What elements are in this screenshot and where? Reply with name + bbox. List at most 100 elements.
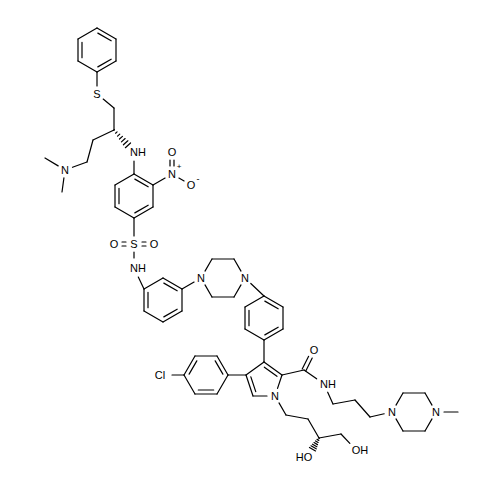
bond-line [403,430,425,431]
bond-line [115,39,116,61]
bond-line [93,130,114,140]
atom-label: + [176,163,183,171]
bond-line [212,296,234,297]
bond-line [234,259,241,271]
bond-line [205,259,212,271]
bond-line [78,39,82,61]
bond-line [142,242,146,246]
atom-label: S [129,239,138,250]
bond-line [302,356,312,371]
bond-line [133,218,134,236]
bond-line [184,356,197,375]
bond-line [264,296,283,309]
bond-line [133,252,134,258]
atom-label: OH [351,445,370,456]
bond-line [134,205,153,218]
bond-line [138,277,144,289]
bond-line [96,72,97,86]
bond-line [245,329,264,340]
bond-line [78,28,97,39]
bond-line [215,356,228,375]
bond-line [246,375,256,396]
bond-line [78,61,97,72]
bond-line [205,285,212,297]
bond-line [278,375,282,388]
atom-label: O [309,345,320,356]
bond-line [425,393,432,405]
atom-label: O [167,147,178,158]
bond-line [228,374,246,375]
bond-line [253,395,267,396]
bond-line [179,178,184,181]
bond-line [115,185,119,207]
bond-line [87,140,93,162]
bond-line [282,307,283,329]
bond-line [133,161,134,174]
bond-line [62,178,64,192]
atom-label: S [92,89,101,100]
bond-line [97,28,116,41]
bond-line [355,400,370,417]
bond-line [403,392,425,393]
bond-line [181,289,182,311]
bond-line [134,174,153,187]
bond-line [341,434,350,443]
bond-line [396,393,403,405]
bond-line [444,411,458,412]
bond-line [113,108,114,130]
bond-line [115,207,134,218]
bond-line [234,285,241,297]
bond-line [97,59,116,72]
bond-line [217,375,228,394]
bond-line [115,174,134,185]
bond-line [153,178,165,185]
bond-line [103,99,114,108]
bond-line [282,370,304,375]
bond-line [264,327,283,340]
atom-label: O [149,239,160,250]
atom-label: - [196,175,201,184]
atom-label: N [240,273,250,284]
bond-line [264,362,282,376]
atom-label: N [167,169,177,180]
atom-label: NH [129,147,147,158]
atom-label: N [431,407,441,418]
atom-label: HO [295,452,314,463]
bond-line [319,434,341,438]
bond-line [114,130,131,148]
bond-line [308,419,319,438]
bond-line [144,311,163,322]
bond-line [122,242,126,246]
atom-label: N [270,391,280,402]
bond-line [370,414,384,417]
bond-line [195,355,217,356]
bond-line [309,438,319,451]
bond-line [333,400,355,404]
bond-line [170,160,174,166]
atom-label: N [60,165,70,176]
bond-line [73,162,87,167]
bond-line [163,278,182,291]
bond-line [425,419,432,431]
bond-line [246,362,264,375]
bond-line [172,374,184,375]
bond-line [184,375,195,394]
bond-line [152,185,153,207]
bond-line [212,258,234,259]
bond-line [251,284,264,296]
bond-line [279,403,286,415]
bond-line [286,415,308,419]
bond-line [144,278,163,289]
bond-line [144,289,148,311]
bond-line [45,158,58,166]
bond-line [304,370,317,379]
atom-label: O [109,239,120,250]
bond-line [182,282,194,289]
atom-label: Cl [154,370,166,381]
bond-line [245,307,249,329]
atom-label: N [387,407,397,418]
atom-label: O [186,180,197,191]
atom-label: N [196,273,206,284]
